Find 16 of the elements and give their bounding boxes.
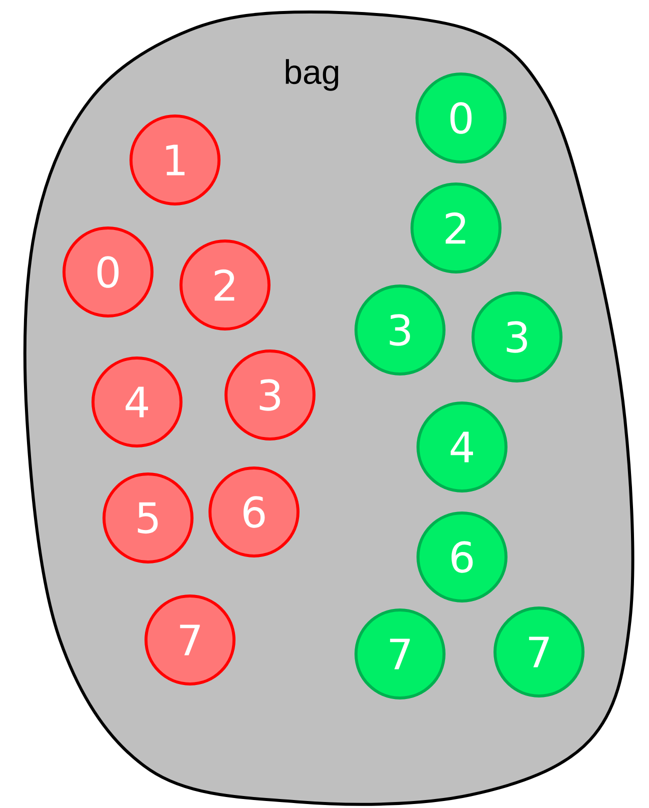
numbered-ball: 2	[410, 182, 502, 274]
numbered-ball: 1	[130, 114, 220, 206]
numbered-ball: 3	[354, 284, 446, 376]
numbered-ball: 5	[102, 472, 194, 564]
numbered-ball: 4	[416, 402, 508, 492]
numbered-ball: 0	[416, 72, 506, 164]
numbered-ball: 0	[62, 226, 154, 318]
numbered-ball: 6	[416, 512, 508, 602]
numbered-ball: 3	[224, 350, 316, 440]
numbered-ball: 7	[494, 606, 584, 698]
numbered-ball: 3	[472, 292, 562, 382]
numbered-ball: 7	[144, 594, 236, 686]
numbered-ball: 4	[92, 356, 182, 448]
numbered-ball: 7	[354, 608, 446, 700]
numbered-ball: 2	[180, 240, 270, 330]
numbered-ball: 6	[208, 466, 300, 558]
